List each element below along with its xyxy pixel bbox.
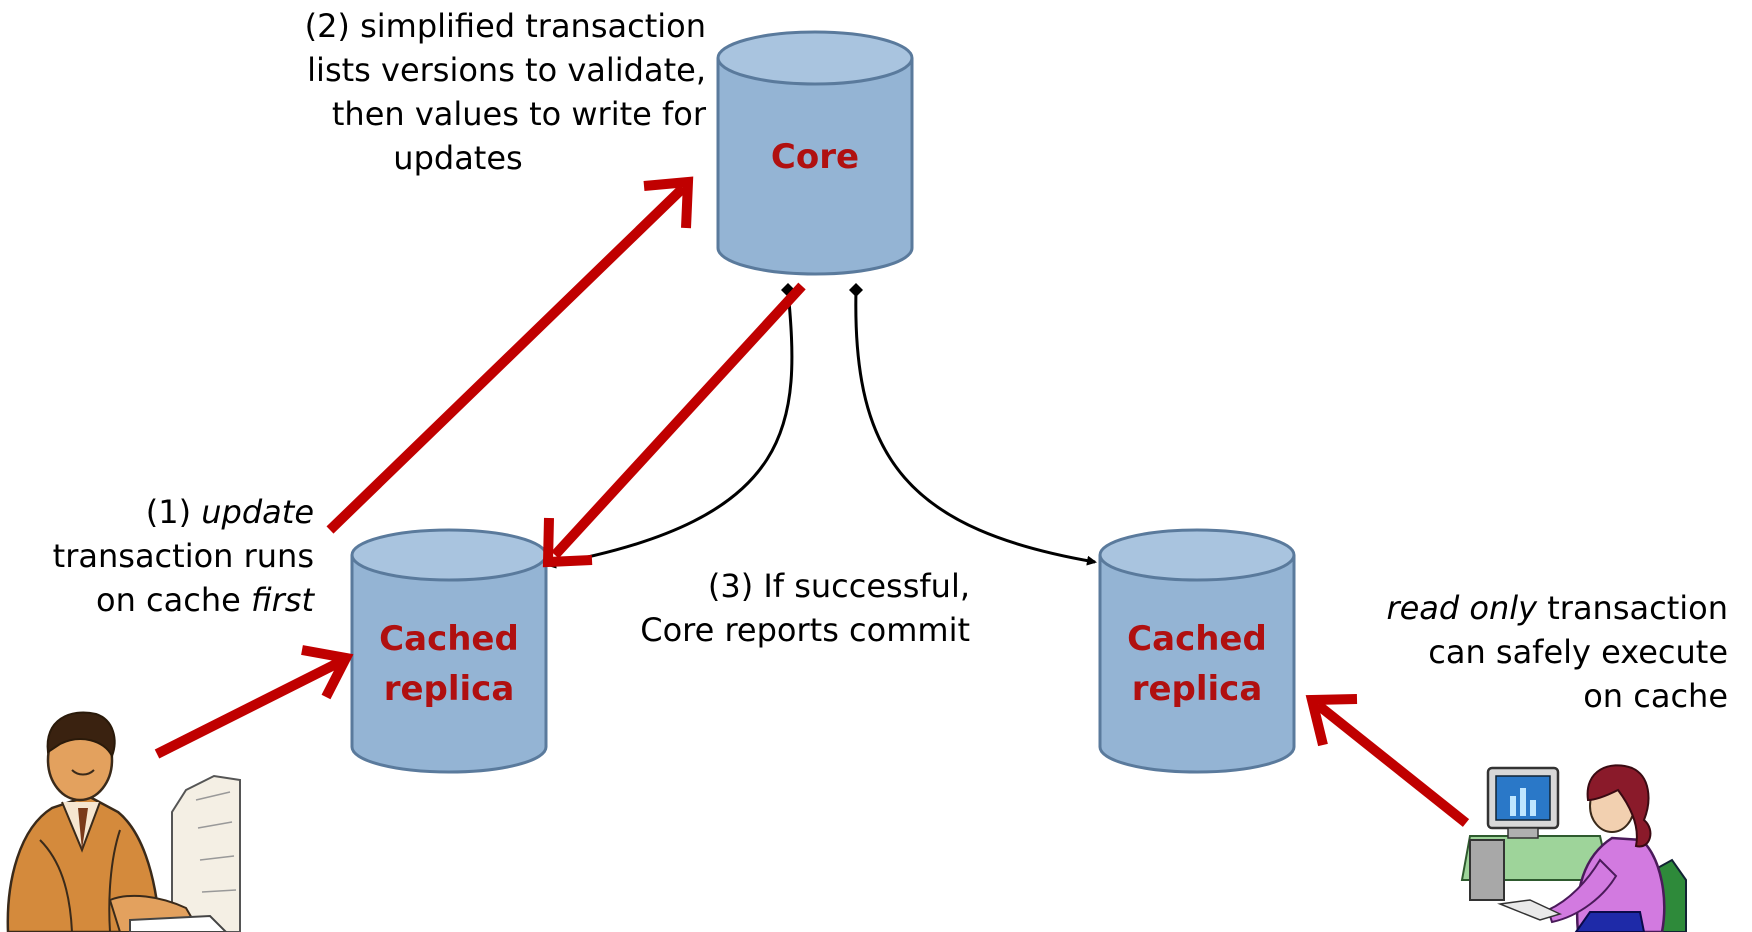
commit-to-replica-arrow [542, 282, 806, 568]
step2-annotation: (2) simplified transaction lists version… [176, 4, 706, 180]
core-database [716, 30, 914, 276]
readonly-annotation: read only transaction can safely execute… [1290, 586, 1728, 718]
right-replica-database [1098, 528, 1296, 774]
update-to-core-arrow [326, 176, 694, 534]
core-label-text: Core [770, 137, 860, 177]
woman-at-computer-icon [1460, 764, 1687, 932]
step3-line1: (3) If successful, [707, 567, 970, 605]
user-to-left-replica-arrow [154, 645, 354, 759]
left-replica-database [350, 528, 548, 774]
core-label: Core [740, 132, 890, 182]
readonly-em: read only [1386, 589, 1538, 627]
left-replica-label: Cached replica [364, 614, 534, 714]
step1-update-word: update [201, 493, 314, 531]
step2-line4: updates [393, 139, 523, 177]
step2-line1: (2) simplified transaction [304, 7, 706, 45]
left-replica-line2: replica [383, 669, 515, 709]
step2-line3: then values to write for [331, 95, 706, 133]
step1-annotation: (1) update transaction runs on cache fir… [0, 490, 314, 622]
step1-first-word: first [250, 581, 314, 619]
step2-line2: lists versions to validate, [307, 51, 706, 89]
right-replica-line2: replica [1131, 669, 1263, 709]
step3-line2: Core reports commit [640, 611, 970, 649]
step1-line3-prefix: on cache [95, 581, 251, 619]
step1-prefix: (1) [145, 493, 202, 531]
right-replica-line1: Cached [1127, 619, 1267, 659]
user-to-right-replica-arrow [1305, 694, 1470, 827]
right-replica-label: Cached replica [1112, 614, 1282, 714]
readonly-line2: can safely execute [1428, 633, 1728, 671]
left-replica-line1: Cached [379, 619, 519, 659]
core-to-right-connector [849, 283, 1097, 566]
readonly-line3: on cache [1583, 677, 1728, 715]
readonly-line1-post: transaction [1537, 589, 1728, 627]
connector-diamond [849, 283, 863, 297]
man-at-computer-icon [6, 711, 241, 932]
step3-annotation: (3) If successful, Core reports commit [560, 564, 970, 652]
step1-line2: transaction runs [52, 537, 314, 575]
